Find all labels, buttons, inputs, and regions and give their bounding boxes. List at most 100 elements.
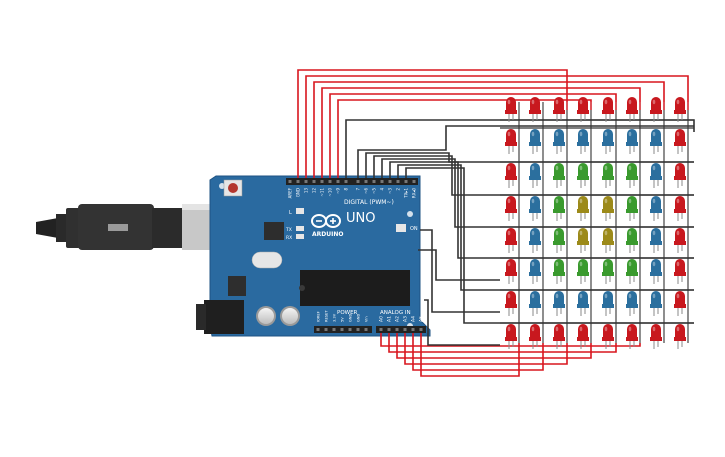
led[interactable] xyxy=(553,291,565,316)
led[interactable] xyxy=(505,324,517,349)
digital-pin-1[interactable] xyxy=(296,180,300,183)
led[interactable] xyxy=(529,129,541,154)
digital-pin-10[interactable] xyxy=(372,180,376,183)
led[interactable] xyxy=(505,163,517,188)
led[interactable] xyxy=(626,324,638,349)
led[interactable] xyxy=(553,324,565,349)
led[interactable] xyxy=(650,259,662,284)
digital-pin-15[interactable] xyxy=(412,180,416,183)
digital-pin-12[interactable] xyxy=(388,180,392,183)
digital-pin-2[interactable] xyxy=(304,180,308,183)
wire xyxy=(380,333,641,347)
digital-pin-7[interactable] xyxy=(344,180,348,183)
led[interactable] xyxy=(577,259,589,284)
analog-pin-0[interactable] xyxy=(379,328,383,331)
analog-pin-4[interactable] xyxy=(411,328,415,331)
led[interactable] xyxy=(529,163,541,188)
led[interactable] xyxy=(505,291,517,316)
led[interactable] xyxy=(577,291,589,316)
led[interactable] xyxy=(626,196,638,221)
led[interactable] xyxy=(650,196,662,221)
led[interactable] xyxy=(553,163,565,188)
led[interactable] xyxy=(602,97,614,122)
digital-pin-13[interactable] xyxy=(396,180,400,183)
power-pin-2[interactable] xyxy=(332,328,336,331)
digital-pin-11[interactable] xyxy=(380,180,384,183)
led[interactable] xyxy=(626,259,638,284)
led[interactable] xyxy=(626,97,638,122)
led[interactable] xyxy=(650,129,662,154)
led[interactable] xyxy=(577,129,589,154)
led[interactable] xyxy=(529,97,541,122)
power-pin-4[interactable] xyxy=(348,328,352,331)
led[interactable] xyxy=(674,196,686,221)
digital-pin-14[interactable] xyxy=(404,180,408,183)
led[interactable] xyxy=(674,228,686,253)
led[interactable] xyxy=(674,324,686,349)
led[interactable] xyxy=(626,129,638,154)
led[interactable] xyxy=(505,97,517,122)
digital-pin-4[interactable] xyxy=(320,180,324,183)
tx-led xyxy=(296,226,304,231)
led[interactable] xyxy=(505,196,517,221)
power-pin-1[interactable] xyxy=(324,328,328,331)
led[interactable] xyxy=(674,291,686,316)
digital-pin-0[interactable] xyxy=(288,180,292,183)
digital-pin-3[interactable] xyxy=(312,180,316,183)
led[interactable] xyxy=(553,129,565,154)
wire xyxy=(388,333,617,353)
led[interactable] xyxy=(577,324,589,349)
led[interactable] xyxy=(650,163,662,188)
dc-power-jack[interactable] xyxy=(204,300,244,334)
capacitors xyxy=(256,306,300,326)
power-pin-5[interactable] xyxy=(356,328,360,331)
led[interactable] xyxy=(529,291,541,316)
power-pin-3[interactable] xyxy=(340,328,344,331)
led[interactable] xyxy=(650,228,662,253)
led[interactable] xyxy=(626,163,638,188)
led[interactable] xyxy=(602,163,614,188)
led[interactable] xyxy=(602,196,614,221)
led[interactable] xyxy=(674,97,686,122)
reset-button[interactable] xyxy=(223,179,243,197)
digital-pin-5[interactable] xyxy=(328,180,332,183)
power-pin-6[interactable] xyxy=(364,328,368,331)
led[interactable] xyxy=(626,228,638,253)
led[interactable] xyxy=(650,97,662,122)
power-pin-0[interactable] xyxy=(316,328,320,331)
led[interactable] xyxy=(577,228,589,253)
analog-pin-3[interactable] xyxy=(403,328,407,331)
led[interactable] xyxy=(626,291,638,316)
led[interactable] xyxy=(577,163,589,188)
led[interactable] xyxy=(602,324,614,349)
led[interactable] xyxy=(602,291,614,316)
analog-pin-1[interactable] xyxy=(387,328,391,331)
led[interactable] xyxy=(529,259,541,284)
led[interactable] xyxy=(505,259,517,284)
led[interactable] xyxy=(577,97,589,122)
led[interactable] xyxy=(674,129,686,154)
led[interactable] xyxy=(529,228,541,253)
led[interactable] xyxy=(505,228,517,253)
digital-pin-6[interactable] xyxy=(336,180,340,183)
led[interactable] xyxy=(553,228,565,253)
led[interactable] xyxy=(650,324,662,349)
led[interactable] xyxy=(674,259,686,284)
analog-pin-2[interactable] xyxy=(395,328,399,331)
digital-pin-8[interactable] xyxy=(356,180,360,183)
dc-power-jack-barrel xyxy=(196,304,206,330)
led[interactable] xyxy=(674,163,686,188)
led[interactable] xyxy=(529,324,541,349)
led[interactable] xyxy=(650,291,662,316)
led[interactable] xyxy=(553,259,565,284)
led[interactable] xyxy=(577,196,589,221)
led[interactable] xyxy=(505,129,517,154)
led[interactable] xyxy=(529,196,541,221)
led[interactable] xyxy=(602,228,614,253)
led[interactable] xyxy=(553,97,565,122)
led[interactable] xyxy=(553,196,565,221)
led[interactable] xyxy=(602,259,614,284)
analog-pin-5[interactable] xyxy=(419,328,423,331)
led[interactable] xyxy=(602,129,614,154)
digital-pin-9[interactable] xyxy=(364,180,368,183)
